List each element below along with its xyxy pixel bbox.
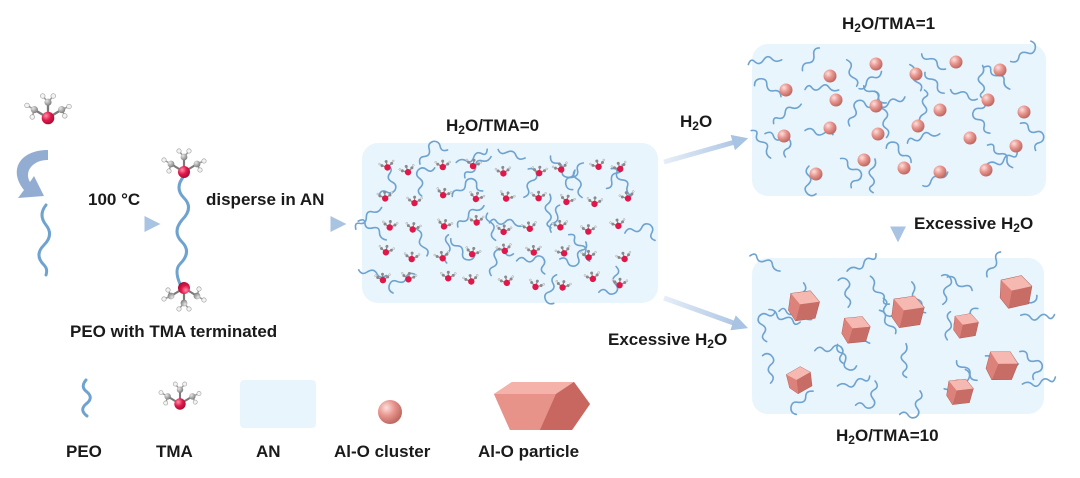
label-ratio-10: H2O/TMA=10: [836, 426, 939, 447]
al-o-cluster: [857, 153, 871, 167]
peo-tma-terminated-molecule: [160, 147, 208, 313]
al-o-cluster: [963, 131, 977, 145]
legend-label-particle: Al-O particle: [478, 442, 580, 461]
al-o-cluster: [1017, 105, 1031, 119]
al-o-cluster: [869, 99, 883, 113]
legend-label-an: AN: [256, 442, 281, 461]
solution-box-ratio-1: [747, 39, 1049, 199]
al-o-cluster: [777, 129, 791, 143]
al-o-cluster: [911, 119, 925, 133]
label-heat-step: 100 °C: [88, 190, 141, 209]
label-excess-water-right: Excessive H2O: [914, 214, 1034, 235]
label-ratio-0: H2O/TMA=0: [446, 116, 540, 137]
legend-tma-symbol: [157, 380, 203, 411]
al-o-cluster: [933, 165, 947, 179]
legend-cluster-symbol: [378, 400, 402, 424]
label-water: H2O: [680, 112, 713, 133]
legend-label-cluster: Al-O cluster: [334, 442, 431, 461]
al-o-cluster: [897, 161, 911, 175]
al-o-cluster: [981, 93, 995, 107]
al-o-cluster: [823, 69, 837, 83]
al-o-cluster: [979, 163, 993, 177]
al-o-cluster: [823, 121, 837, 135]
label-excess-water-left: Excessive H2O: [608, 330, 728, 351]
al-o-cluster: [949, 55, 963, 69]
legend-label-tma: TMA: [156, 442, 193, 461]
al-o-cluster: [1009, 139, 1023, 153]
al-o-cluster: [933, 103, 947, 117]
al-o-cluster: [829, 93, 843, 107]
al-o-cluster: [809, 167, 823, 181]
al-o-cluster: [779, 83, 793, 97]
curved-attach-arrow: [16, 150, 48, 198]
initial-peo-chain: [37, 203, 51, 277]
arrow-water-addition: [663, 134, 749, 165]
legend-an-swatch: [240, 380, 316, 428]
al-o-cluster: [869, 57, 883, 71]
label-disperse-step: disperse in AN: [206, 190, 325, 209]
arrow-excess-water-bottom: [663, 295, 749, 331]
legend-particle-symbol: [494, 382, 590, 430]
solution-box-ratio-0: [352, 136, 658, 307]
solution-box-ratio-10: [749, 245, 1057, 423]
al-o-cluster: [993, 63, 1007, 77]
legend-label-peo: PEO: [66, 442, 102, 461]
legend-peo-symbol: [81, 378, 92, 418]
al-o-cluster: [871, 127, 885, 141]
initial-tma-molecule: [23, 92, 73, 126]
label-peo-tma-terminated: PEO with TMA terminated: [70, 322, 278, 341]
label-ratio-1: H2O/TMA=1: [842, 14, 936, 35]
al-o-cluster: [909, 67, 923, 81]
